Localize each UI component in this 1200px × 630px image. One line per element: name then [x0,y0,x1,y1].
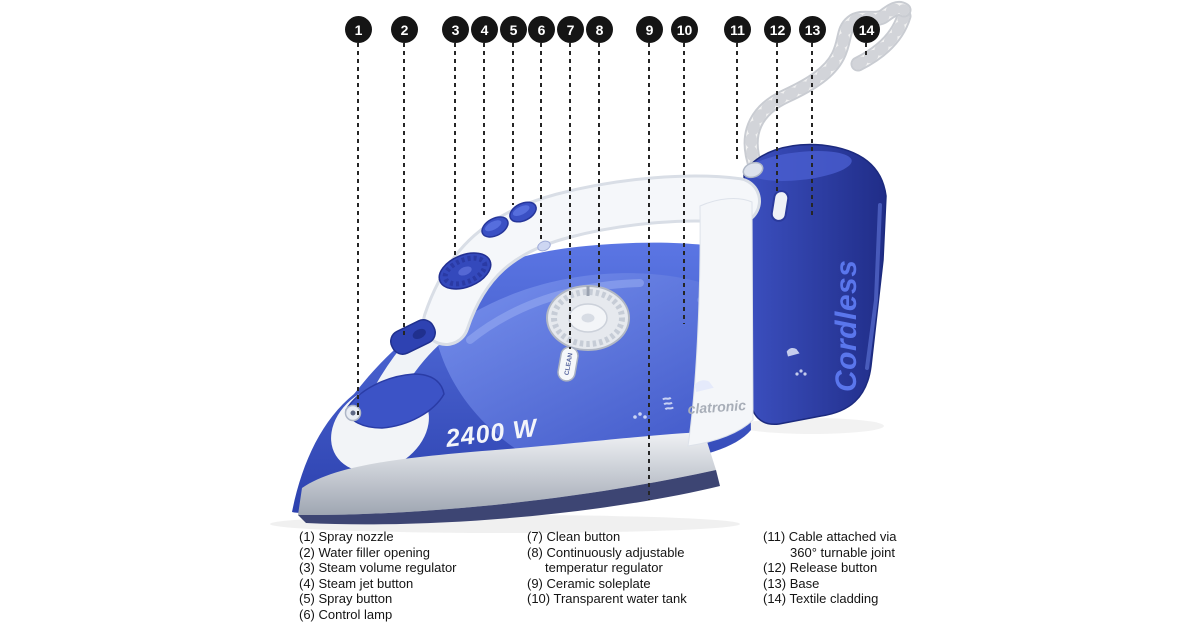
legend-item: (11) Cable attached via [763,529,897,544]
legend-item: temperatur regulator [545,560,663,576]
spray-button-part [509,201,537,223]
base-icon-dots [795,369,807,376]
legend-item: (14) Textile cladding [763,591,879,607]
legend-column-1: (1) Spray nozzle(2) Water filler opening… [299,529,514,623]
legend-item: (6) Control lamp [299,606,393,622]
icon-steam-burst [694,380,714,393]
icon-steam-waves [662,396,674,411]
clean-label: CLEAN [564,352,575,376]
water-tank [436,273,746,466]
iron-body: CLEAN 2400 W clatronic [292,174,761,525]
legend-item: (4) Steam jet button [299,575,414,591]
legend: (1) Spray nozzle(2) Water filler opening… [0,529,1200,629]
legend-item: (8) Continuously adjustable [527,544,685,560]
water-filler-part [390,319,436,355]
temperature-knob [546,285,630,351]
legend-item: (13) Base [763,575,820,591]
legend-item: (7) Clean button [527,529,621,544]
legend-item: (2) Water filler opening [299,544,431,560]
legend-item: (5) Spray button [299,591,393,607]
cordless-label: Cordless [830,260,863,392]
tank-highlight [466,279,644,344]
legend-item: (10) Transparent water tank [527,591,687,607]
steam-regulator-part [438,252,492,290]
soleplate-edge [298,470,720,525]
release-button-part [770,190,790,222]
legend-item: (12) Release button [763,560,878,576]
soleplate-band [298,432,716,516]
icon-spray-dots [633,412,647,419]
control-lamp-part [537,240,551,252]
base-station: Cordless [743,143,887,425]
legend-column-2: (7) Clean button(8) Continuously adjusta… [527,529,752,607]
base-icon-steam [786,347,800,357]
cable-joint [742,161,764,179]
steam-jet-button-part [481,216,509,238]
spray-nozzle-hole [350,410,356,416]
legend-item: (3) Steam volume regulator [299,560,457,576]
spray-head-cap [345,373,445,429]
legend-item: (9) Ceramic soleplate [527,575,651,591]
legend-item: (1) Spray nozzle [299,529,394,544]
legend-item: 360° turnable joint [790,544,895,560]
brand-label: clatronic [687,397,747,417]
power-cable [743,0,912,176]
